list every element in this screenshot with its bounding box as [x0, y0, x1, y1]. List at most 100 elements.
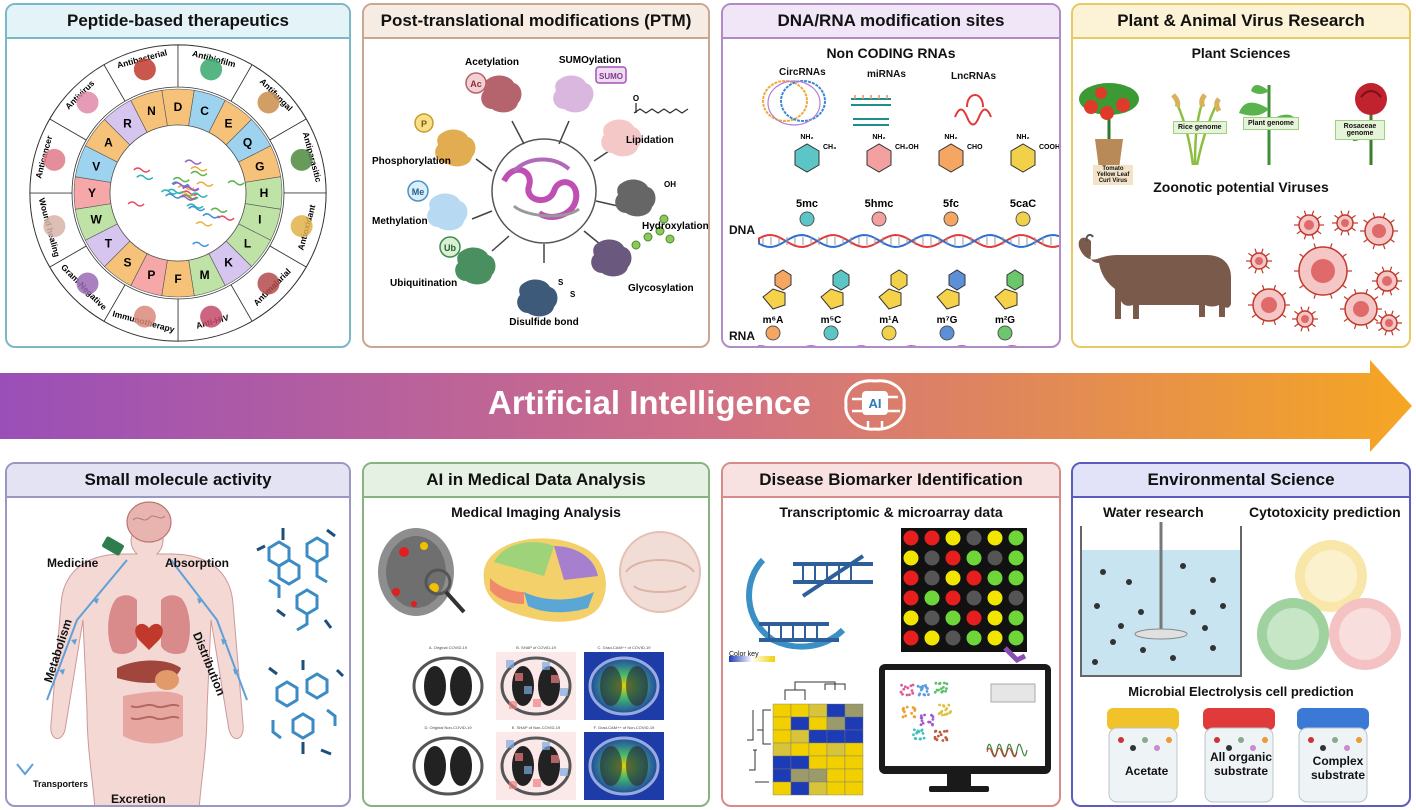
jar-label-organic: All organic substrate	[1207, 750, 1275, 778]
scatter-point	[908, 693, 911, 696]
ncrna-label-mirna: miRNAs	[867, 69, 906, 80]
peptide-category-icon	[43, 215, 65, 237]
scatter-point	[917, 729, 920, 732]
ai-badge-text: AI	[869, 396, 882, 411]
microarray-spot	[925, 531, 940, 546]
scatter-point	[945, 687, 948, 690]
dna-group-label: COOH	[1039, 144, 1060, 151]
label-medicine: Medicine	[47, 556, 98, 570]
microarray-spot	[925, 591, 940, 606]
scatter-point	[923, 714, 926, 717]
microarray-spot	[925, 551, 940, 566]
panel-title: AI in Medical Data Analysis	[364, 464, 708, 498]
scatter-point	[946, 712, 949, 715]
microarray-spot	[904, 571, 919, 586]
peptide-category-icon	[258, 273, 280, 295]
biomarker-subtitle: Transcriptomic & microarray data	[723, 504, 1059, 520]
dna-group-label: CHO	[967, 144, 983, 151]
heatmap-cell	[809, 756, 827, 769]
water-particle	[1118, 623, 1124, 629]
scatter-point	[906, 706, 909, 709]
heatmap-cell	[773, 717, 791, 730]
amino-acid-letter: K	[224, 256, 233, 270]
microarray-spot	[946, 591, 961, 606]
water-particle	[1202, 625, 1208, 631]
dna-base-ring	[795, 144, 819, 172]
scatter-point	[943, 730, 946, 733]
scatter-point	[902, 716, 905, 719]
peptide-wheel: AntibacterialAntibiofilmAntifungalAntipa…	[7, 41, 349, 346]
biomarker-diagram	[723, 520, 1059, 805]
scatter-point	[917, 685, 920, 688]
substrate-jar	[1107, 708, 1179, 802]
heatmap-cell	[773, 704, 791, 717]
scatter-point	[940, 691, 943, 694]
scatter-point	[944, 736, 947, 739]
water-particle	[1092, 659, 1098, 665]
microarray-spot	[946, 631, 961, 646]
heatmap-cell	[809, 717, 827, 730]
microarray-spot	[988, 571, 1003, 586]
scatter-point	[906, 694, 909, 697]
heatmap-cell	[827, 756, 845, 769]
microarray-spot	[1009, 571, 1024, 586]
scatter-point	[902, 688, 905, 691]
peptide-category-icon	[76, 91, 98, 113]
microarray-spot	[946, 571, 961, 586]
scatter-point	[929, 721, 932, 724]
water-particle	[1094, 603, 1100, 609]
water-particle	[1170, 655, 1176, 661]
rna-mod-label: m²G	[995, 315, 1015, 326]
virus-particle	[1292, 307, 1318, 332]
virus-particle	[1340, 289, 1382, 329]
scatter-point	[902, 707, 905, 710]
scatter-point	[942, 686, 945, 689]
ptm-label-hydroxylation: Hydroxylation	[642, 221, 709, 232]
dna-rna-diagram: NH₂CH₃5mcNH₂CH₂OH5hmcNH₂CHO5fcNH₂COOH5ca…	[723, 61, 1059, 346]
scatter-point	[919, 737, 922, 740]
amino-acid-letter: P	[147, 268, 155, 282]
heatmap-cell	[827, 704, 845, 717]
ct-caption: B. SHAP of COVID-19	[516, 645, 556, 650]
plant-sciences-subtitle: Plant Sciences	[1073, 45, 1409, 61]
water-particle	[1210, 577, 1216, 583]
heatmap-cell	[827, 743, 845, 756]
scatter-point	[915, 732, 918, 735]
rna-base-ring	[833, 270, 849, 290]
ptm-badge-p: P	[421, 119, 427, 129]
panel-peptide-therapeutics: Peptide-based therapeutics Antibacterial…	[5, 3, 351, 348]
microarray-spot	[925, 631, 940, 646]
water-particle	[1180, 563, 1186, 569]
ptm-label-methylation: Methylation	[372, 216, 428, 227]
peptide-category-icon	[43, 149, 65, 171]
water-particle	[1220, 603, 1226, 609]
scatter-point	[919, 686, 922, 689]
dna-label: DNA	[729, 223, 755, 237]
amino-acid-letter: I	[258, 213, 261, 227]
heatmap-cell	[845, 769, 863, 782]
scatter-point	[940, 733, 943, 736]
heatmap-cell	[809, 782, 827, 795]
peptide-category-icon	[134, 58, 156, 80]
scatter-point	[911, 692, 914, 695]
panel-title: Disease Biomarker Identification	[723, 464, 1059, 498]
heatmap-cell	[773, 743, 791, 756]
ct-scan-cell: B. SHAP of COVID-19	[496, 645, 576, 720]
amino-acid-letter: A	[104, 135, 113, 149]
microarray-spot	[967, 631, 982, 646]
heatmap-cell	[827, 782, 845, 795]
peptide-category-icon	[291, 215, 313, 237]
panel-dna-rna: DNA/RNA modification sites Non CODING RN…	[721, 3, 1061, 348]
heatmap-cell	[845, 743, 863, 756]
jar-label-complex: Complex substrate	[1303, 754, 1373, 782]
scatter-point	[942, 704, 945, 707]
microarray-spot	[904, 631, 919, 646]
dna-mod-label: 5caC	[1010, 198, 1036, 210]
ptm-badge-oh: OH	[664, 180, 676, 189]
ai-brain-icon: AI	[838, 377, 912, 433]
scatter-point	[914, 737, 917, 740]
scatter-point	[943, 682, 946, 685]
label-transporters: Transporters	[33, 779, 88, 789]
microarray-spot	[904, 591, 919, 606]
microbial-label: Microbial Electrolysis cell prediction	[1073, 684, 1409, 699]
